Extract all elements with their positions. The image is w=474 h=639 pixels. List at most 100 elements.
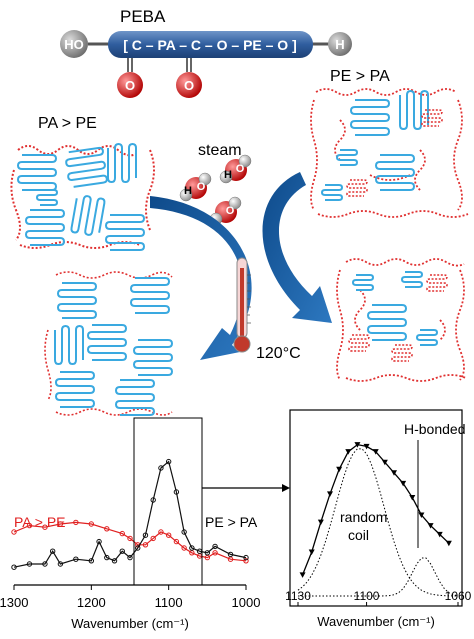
- label-steam: steam: [198, 142, 242, 159]
- water-molecules: H O H O O: [179, 154, 252, 226]
- morphology-pa-gt-pe: [10, 143, 155, 251]
- carbonyl-oxygen-2: [176, 72, 202, 98]
- series-point-1: [181, 529, 187, 535]
- series-point-1: [73, 556, 79, 562]
- measured-spectrum-point: [409, 494, 416, 501]
- series-point-1: [142, 532, 149, 538]
- annotation-h-bonded: H-bonded: [404, 421, 466, 437]
- series-point-1: [96, 538, 102, 545]
- series-point-1: [42, 561, 48, 567]
- measured-spectrum-point: [363, 443, 370, 450]
- measured-spectrum-point: [345, 449, 352, 455]
- zoom-plot-frame: [289, 409, 463, 607]
- svg-text:O: O: [125, 78, 135, 93]
- svg-text:O: O: [226, 205, 235, 217]
- series-point-0: [181, 545, 187, 551]
- measured-spectrum-point: [372, 449, 379, 455]
- measured-spectrum-point: [400, 480, 407, 487]
- carbonyl-oxygen-1: [117, 72, 143, 98]
- left-x-tick-label: 1000: [232, 595, 261, 610]
- label-temperature: 120°C: [256, 345, 301, 362]
- series-point-0: [104, 526, 110, 532]
- series-point-0: [243, 558, 249, 564]
- measured-spectrum-point: [317, 519, 324, 526]
- svg-text:H: H: [184, 185, 192, 197]
- measured-spectrum-point: [327, 491, 333, 497]
- h-end-atom: [328, 32, 352, 56]
- right-x-tick-label: 1060: [445, 589, 472, 603]
- annotation-random-coil-2: coil: [348, 527, 369, 543]
- ho-end-atom: [60, 30, 88, 58]
- series-point-0: [42, 524, 48, 530]
- legend-pa-gt-pe: PA > PE: [14, 514, 66, 530]
- left-x-axis-label: Wavenumber (cm⁻¹): [71, 616, 189, 631]
- peba-molecule: PEBA HO H [ C – PA – C – O – PE – O ] O …: [60, 7, 352, 98]
- series-point-1: [135, 545, 141, 551]
- label-pe-gt-pa: PE > PA: [330, 68, 390, 85]
- left-x-tick-label: 1300: [0, 595, 28, 610]
- series-point-1: [88, 558, 95, 564]
- right-x-tick-label: 1100: [354, 589, 380, 603]
- peba-formula: [ C – PA – C – O – PE – O ]: [123, 37, 297, 53]
- svg-text:O: O: [236, 163, 245, 175]
- series-point-1: [158, 465, 164, 471]
- transition-arrows: [150, 172, 332, 360]
- arrow-left: [150, 196, 252, 360]
- series-line-0: [13, 521, 247, 562]
- series-point-1: [204, 550, 211, 556]
- series-point-0: [173, 538, 180, 545]
- measured-spectrum-point: [336, 466, 343, 473]
- ho-end-label: HO: [64, 37, 84, 52]
- series-point-1: [212, 543, 218, 550]
- series-point-1: [127, 554, 133, 561]
- series-point-1: [57, 561, 64, 567]
- series-line-1: [13, 460, 247, 568]
- series-point-1: [26, 561, 33, 567]
- series-point-1: [11, 564, 17, 570]
- right-x-axis-label: Wavenumber (cm⁻¹): [317, 614, 435, 629]
- series-point-0: [150, 535, 156, 542]
- measured-spectrum-point: [427, 523, 434, 529]
- series-point-0: [158, 529, 164, 535]
- measured-spectrum-point: [418, 512, 425, 519]
- svg-text:H: H: [224, 169, 232, 181]
- random-coil-component: [297, 448, 459, 597]
- thermometer-icon: [233, 257, 251, 353]
- left-x-tick-label: 1100: [155, 595, 183, 610]
- series-point-0: [57, 521, 64, 527]
- arrow-right: [262, 172, 332, 323]
- morphology-pe-after-steam: [336, 258, 467, 382]
- series-point-0: [88, 521, 95, 527]
- measured-spectrum-point: [299, 572, 306, 578]
- series-point-1: [49, 548, 56, 554]
- measured-spectrum-point: [391, 470, 397, 476]
- series-point-0: [11, 529, 17, 535]
- measured-spectrum-point: [436, 531, 443, 538]
- peba-backbone: [108, 31, 313, 58]
- series-point-0: [142, 542, 149, 548]
- series-point-0: [212, 550, 218, 556]
- series-point-1: [119, 548, 125, 554]
- label-pa-gt-pe: PA > PE: [38, 115, 97, 132]
- svg-text:O: O: [184, 78, 194, 93]
- measured-spectrum-point: [308, 549, 315, 555]
- series-point-1: [165, 458, 172, 465]
- series-point-1: [150, 497, 156, 503]
- left-x-tick-label: 1200: [77, 595, 106, 610]
- measured-spectrum-point: [381, 459, 388, 466]
- series-point-1: [227, 551, 234, 558]
- series-point-1: [111, 558, 118, 564]
- measured-spectrum-point: [445, 540, 452, 547]
- morphology-pa-after-steam: [44, 271, 173, 416]
- svg-text:O: O: [197, 181, 206, 193]
- series-point-0: [165, 532, 172, 538]
- series-point-1: [243, 554, 249, 561]
- ftir-chart-full: 1300 1200 1100 1000 Wavenumber (cm⁻¹) PA > …: [0, 417, 261, 631]
- morphology-pe-gt-pa: [310, 88, 469, 218]
- zoom-connector-arrowhead: [282, 484, 290, 492]
- legend-pe-gt-pa: PE > PA: [205, 514, 258, 530]
- annotation-random-coil: random: [340, 509, 387, 525]
